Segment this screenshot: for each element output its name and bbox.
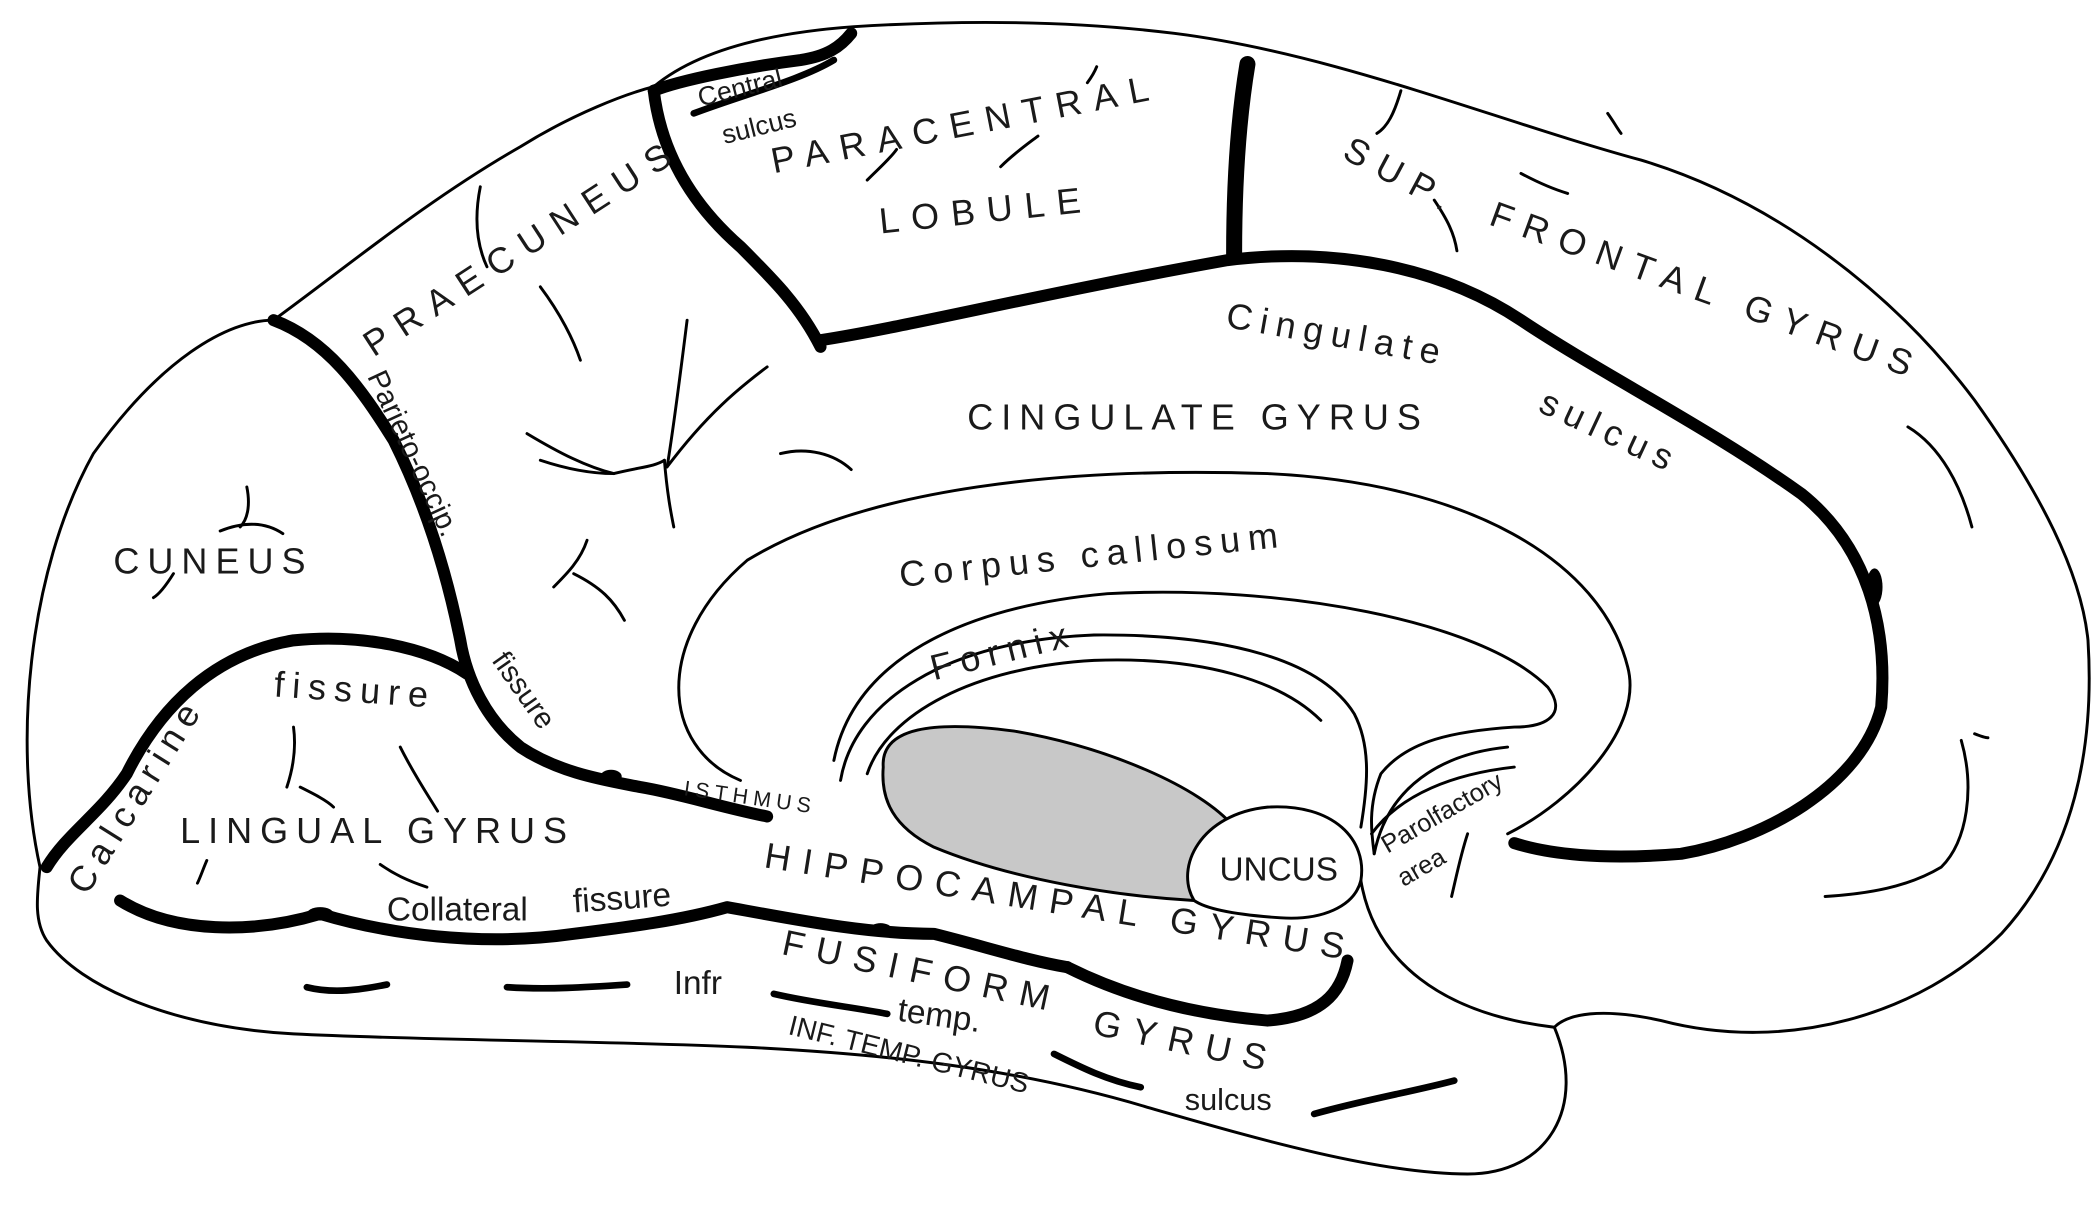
label-fissure-coll: fissure — [572, 877, 673, 921]
label-cingulate-gyrus: CINGULATE GYRUS — [967, 397, 1429, 438]
label-lingual-gyrus: LINGUAL GYRUS — [180, 810, 575, 851]
label-infr: Infr — [674, 965, 722, 1002]
label-uncus: UNCUS — [1219, 851, 1338, 888]
inf-temp-sulcus-2 — [507, 985, 627, 989]
label-sulcus-it: sulcus — [1185, 1082, 1272, 1117]
label-collateral: Collateral — [387, 892, 528, 929]
label-cuneus: CUNEUS — [113, 541, 313, 582]
